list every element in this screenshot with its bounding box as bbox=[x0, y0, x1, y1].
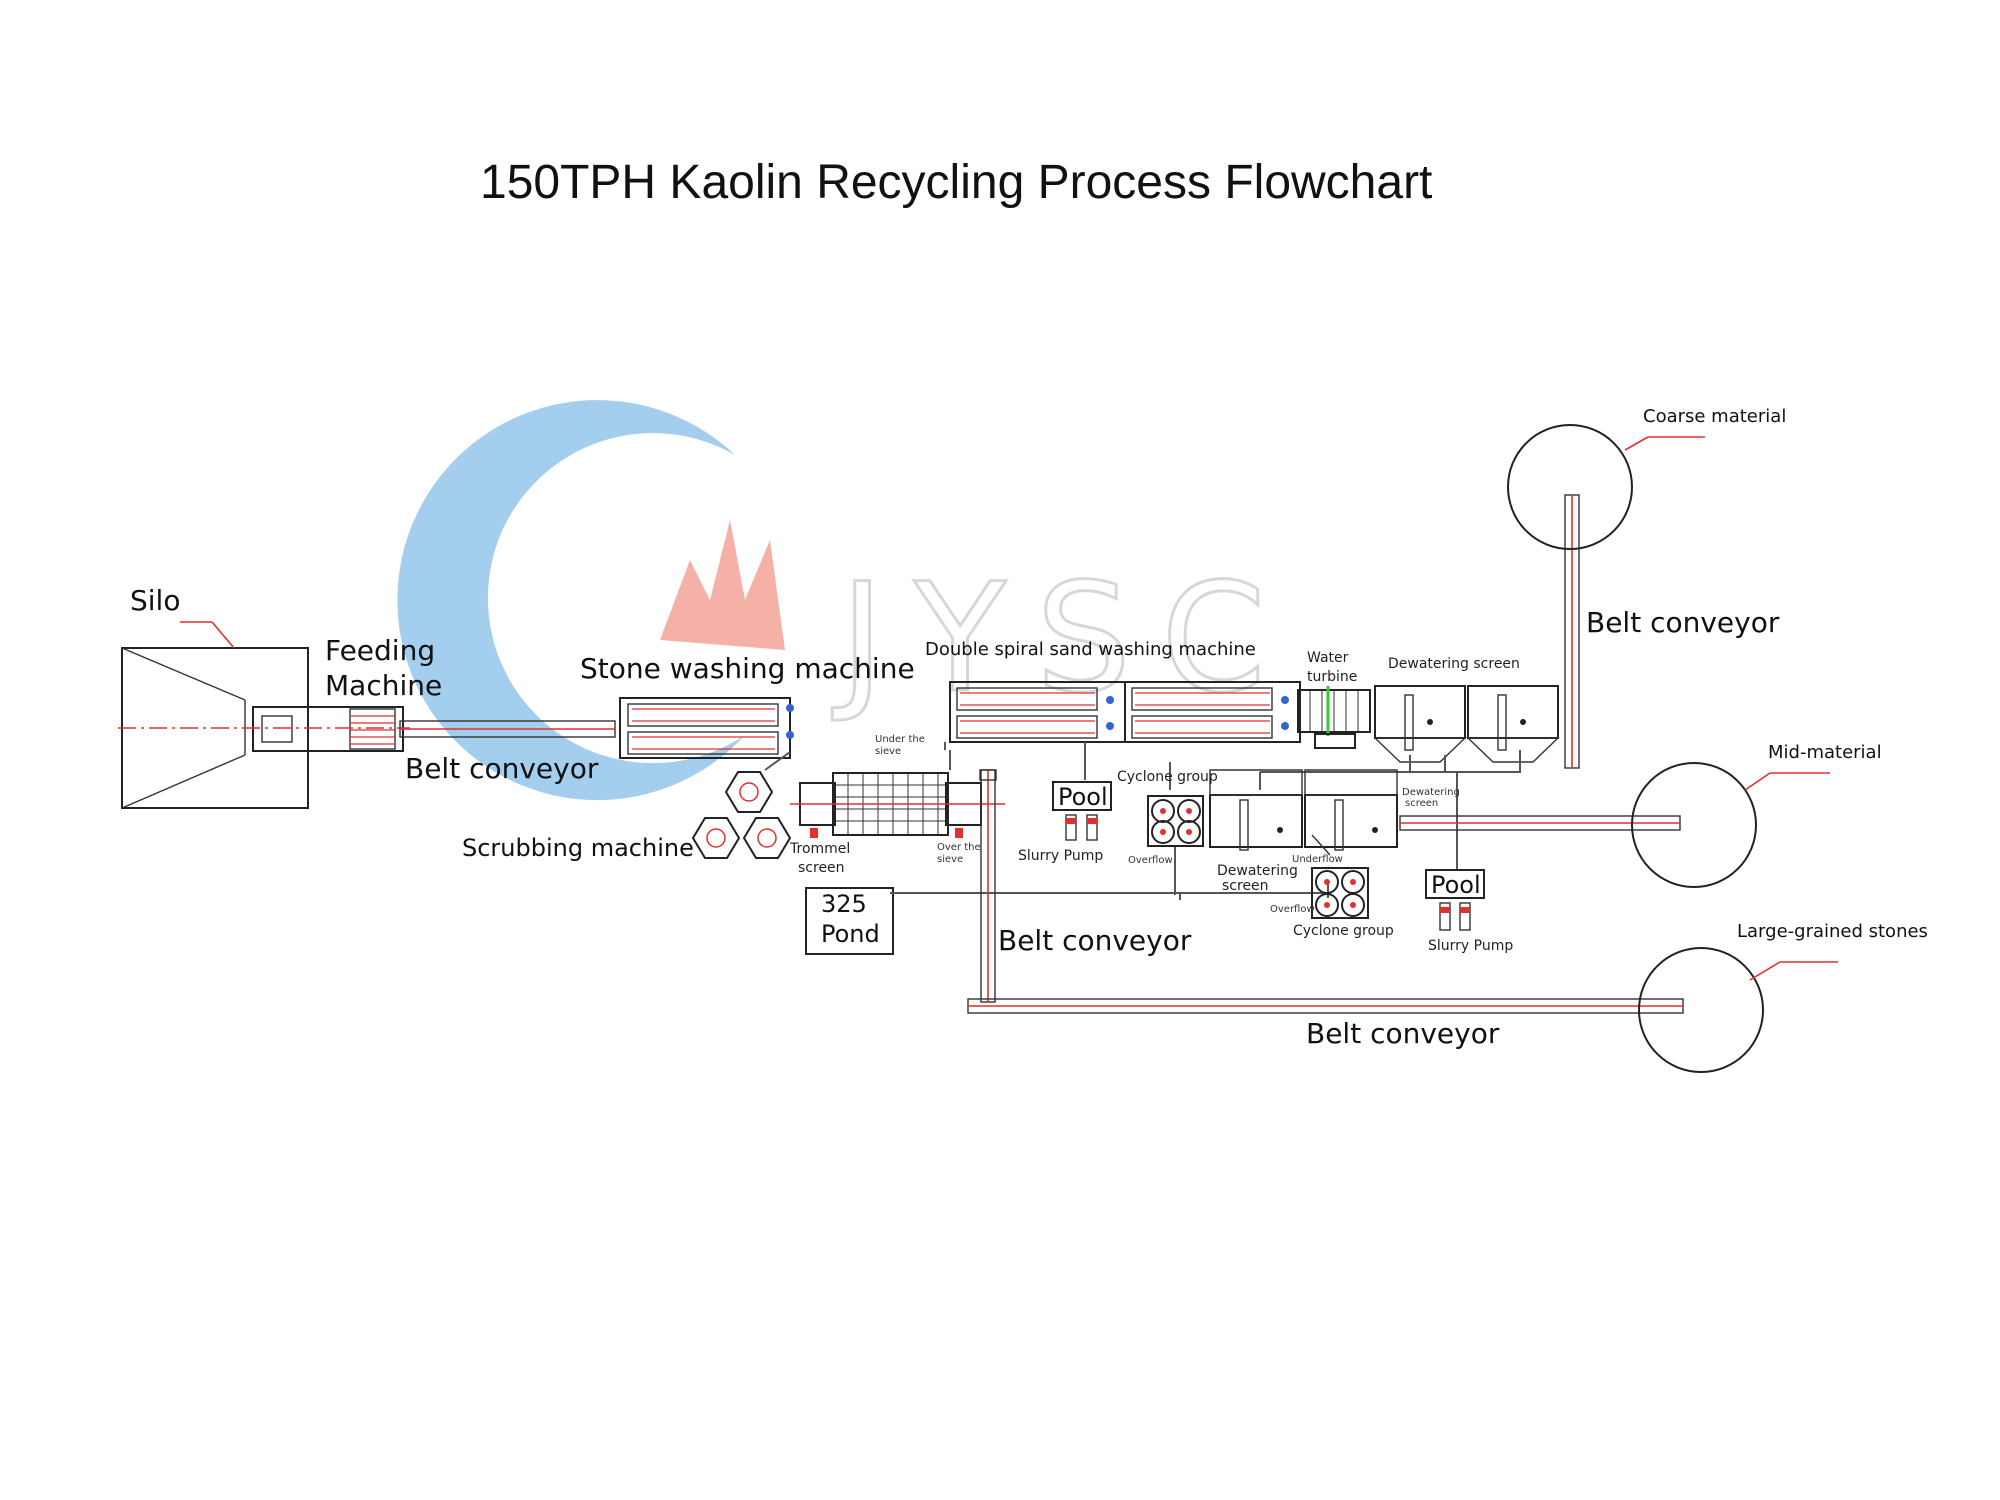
double-spiral-sand-washer bbox=[944, 681, 1301, 750]
pool-1-label: Pool bbox=[1058, 783, 1108, 811]
feeding-machine bbox=[252, 706, 404, 752]
label-dewatering-small-line1: Dewatering bbox=[1402, 787, 1460, 798]
page-title: 150TPH Kaolin Recycling Process Flowchar… bbox=[480, 156, 1432, 209]
label-dewatering-mid-line1: Dewatering bbox=[1217, 863, 1298, 879]
label-water-turbine-line2: turbine bbox=[1307, 669, 1357, 685]
belt-conveyor-bottom bbox=[967, 998, 1684, 1014]
scrubbing-machine bbox=[691, 751, 792, 859]
label-slurry-pump-1: Slurry Pump bbox=[1018, 848, 1103, 864]
label-mid-material: Mid-material bbox=[1768, 742, 1882, 763]
slurry-pump-2 bbox=[1439, 902, 1471, 931]
label-double-spiral: Double spiral sand washing machine bbox=[925, 639, 1256, 660]
belt-conveyor-right-vertical bbox=[1564, 494, 1580, 769]
dewatering-screen-mid bbox=[1209, 769, 1398, 856]
stockpile-mid bbox=[1631, 762, 1830, 888]
label-scrubbing-machine: Scrubbing machine bbox=[462, 834, 694, 862]
belt-conveyor-1 bbox=[399, 720, 616, 738]
label-over-sieve-line1: Over the bbox=[937, 842, 981, 853]
label-belt-conveyor-1: Belt conveyor bbox=[405, 752, 599, 785]
label-under-sieve-line1: Under the bbox=[875, 734, 925, 745]
pond-number: 325 bbox=[821, 890, 867, 918]
pond-325: 325 Pond bbox=[805, 887, 894, 955]
label-dewatering-mid-line2: screen bbox=[1222, 878, 1269, 894]
label-trommel-line1: Trommel bbox=[789, 841, 850, 857]
label-under-sieve-line2: sieve bbox=[875, 746, 901, 757]
label-cyclone-group-1: Cyclone group bbox=[1117, 769, 1218, 785]
label-belt-conveyor-bottom: Belt conveyor bbox=[1306, 1017, 1500, 1050]
cyclone-group-1 bbox=[1147, 795, 1204, 847]
label-large-grained-stones: Large-grained stones bbox=[1737, 921, 1928, 942]
label-cyclone-group-2: Cyclone group bbox=[1293, 923, 1394, 939]
label-dewatering-screen-top: Dewatering screen bbox=[1388, 656, 1520, 672]
slurry-pump-1 bbox=[1065, 814, 1098, 841]
trommel-screen bbox=[790, 750, 1005, 838]
label-silo: Silo bbox=[130, 584, 180, 617]
belt-conveyor-vertical-mid bbox=[979, 769, 997, 1003]
label-water-turbine-line1: Water bbox=[1307, 650, 1349, 666]
label-slurry-pump-2: Slurry Pump bbox=[1428, 938, 1513, 954]
cyclone-group-2 bbox=[1311, 867, 1369, 919]
label-belt-conveyor-right: Belt conveyor bbox=[1586, 606, 1780, 639]
label-feeding-machine-line2: Machine bbox=[325, 669, 442, 702]
belt-conveyor-mid-horizontal bbox=[1399, 815, 1681, 831]
watermark-logo: JYSC bbox=[397, 400, 1296, 801]
label-trommel-line2: screen bbox=[798, 860, 845, 876]
stockpile-large-stones bbox=[1638, 947, 1838, 1073]
label-underflow: Underflow bbox=[1292, 854, 1343, 865]
dewatering-screen-top bbox=[1373, 685, 1560, 763]
label-stone-washing-machine: Stone washing machine bbox=[580, 652, 915, 685]
label-coarse-material: Coarse material bbox=[1643, 406, 1786, 427]
watermark-text: JYSC bbox=[832, 552, 1296, 726]
stockpile-coarse bbox=[1507, 424, 1705, 550]
water-turbine bbox=[1297, 686, 1371, 749]
pool-2: Pool bbox=[1425, 869, 1485, 899]
label-overflow-1: Overflow bbox=[1128, 855, 1173, 866]
label-overflow-2: Overflow bbox=[1270, 904, 1315, 915]
stone-washing-machine bbox=[619, 697, 794, 759]
pool-1: Pool bbox=[1052, 781, 1112, 811]
pool-2-label: Pool bbox=[1431, 871, 1481, 899]
label-dewatering-small-line2: screen bbox=[1405, 798, 1438, 809]
label-feeding-machine-line1: Feeding bbox=[325, 634, 435, 667]
pipe-network bbox=[890, 742, 1521, 900]
label-over-sieve-line2: sieve bbox=[937, 854, 963, 865]
pond-label: Pond bbox=[821, 920, 880, 948]
label-belt-conveyor-mid: Belt conveyor bbox=[998, 924, 1192, 957]
